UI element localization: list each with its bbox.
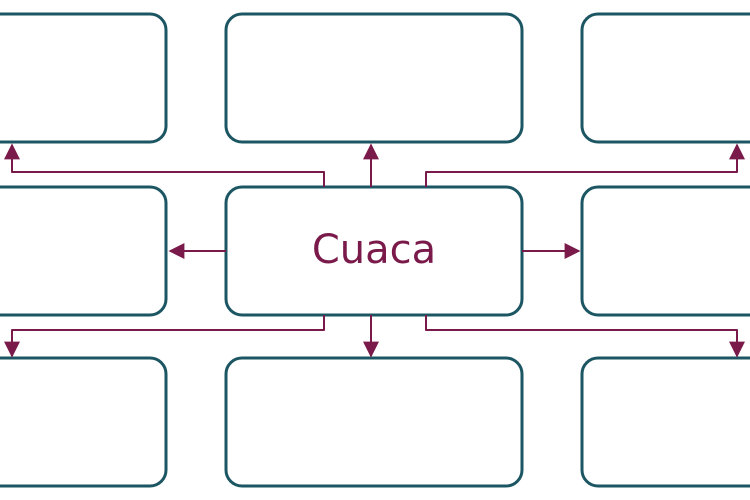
arrow-to-top-left: [4, 143, 325, 187]
box-middle-left: [0, 185, 168, 317]
box-top-left: [0, 12, 168, 144]
box-top-center: [224, 12, 524, 144]
arrow-to-bottom-left: [4, 315, 325, 358]
arrow-to-bottom-right: [425, 315, 745, 358]
box-bottom-left: [0, 356, 168, 488]
box-bottom-right: [580, 356, 750, 488]
box-top-right: [580, 12, 750, 144]
box-middle-right: [580, 185, 750, 317]
center-topic-label: Cuaca: [312, 227, 436, 273]
box-bottom-center: [224, 356, 524, 488]
arrow-to-top-right: [425, 143, 745, 187]
